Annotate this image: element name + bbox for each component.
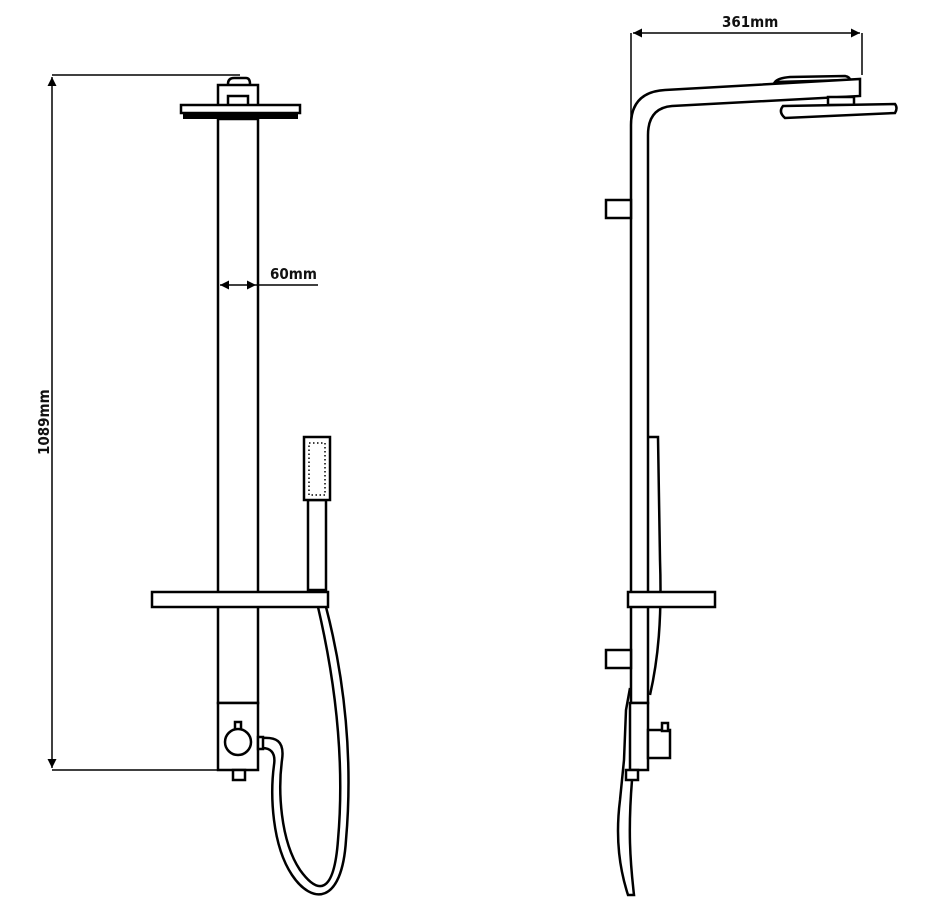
shelf-side [626, 590, 717, 609]
shelf-front [150, 590, 330, 609]
mixer-valve-front [216, 701, 265, 782]
reach-dimension: 361mm [630, 13, 863, 130]
hand-shower-side [648, 435, 662, 696]
wall-bracket-top [604, 198, 633, 220]
column-front [216, 117, 260, 705]
height-dimension: 1089mm [35, 74, 240, 771]
width-label: 60mm [270, 265, 317, 283]
front-view: 1089mm 60mm [35, 74, 350, 896]
thermostat-knob [223, 727, 253, 757]
hand-shower-front [261, 435, 350, 896]
width-dimension: 60mm [220, 265, 318, 290]
height-label: 1089mm [35, 389, 53, 455]
side-view: 361mm [604, 13, 898, 897]
reach-label: 361mm [722, 13, 778, 31]
mixer-valve-side [616, 687, 672, 897]
overhead-shower-front [179, 76, 302, 119]
shower-arm-side [629, 74, 898, 705]
wall-bracket-bottom [604, 648, 633, 670]
